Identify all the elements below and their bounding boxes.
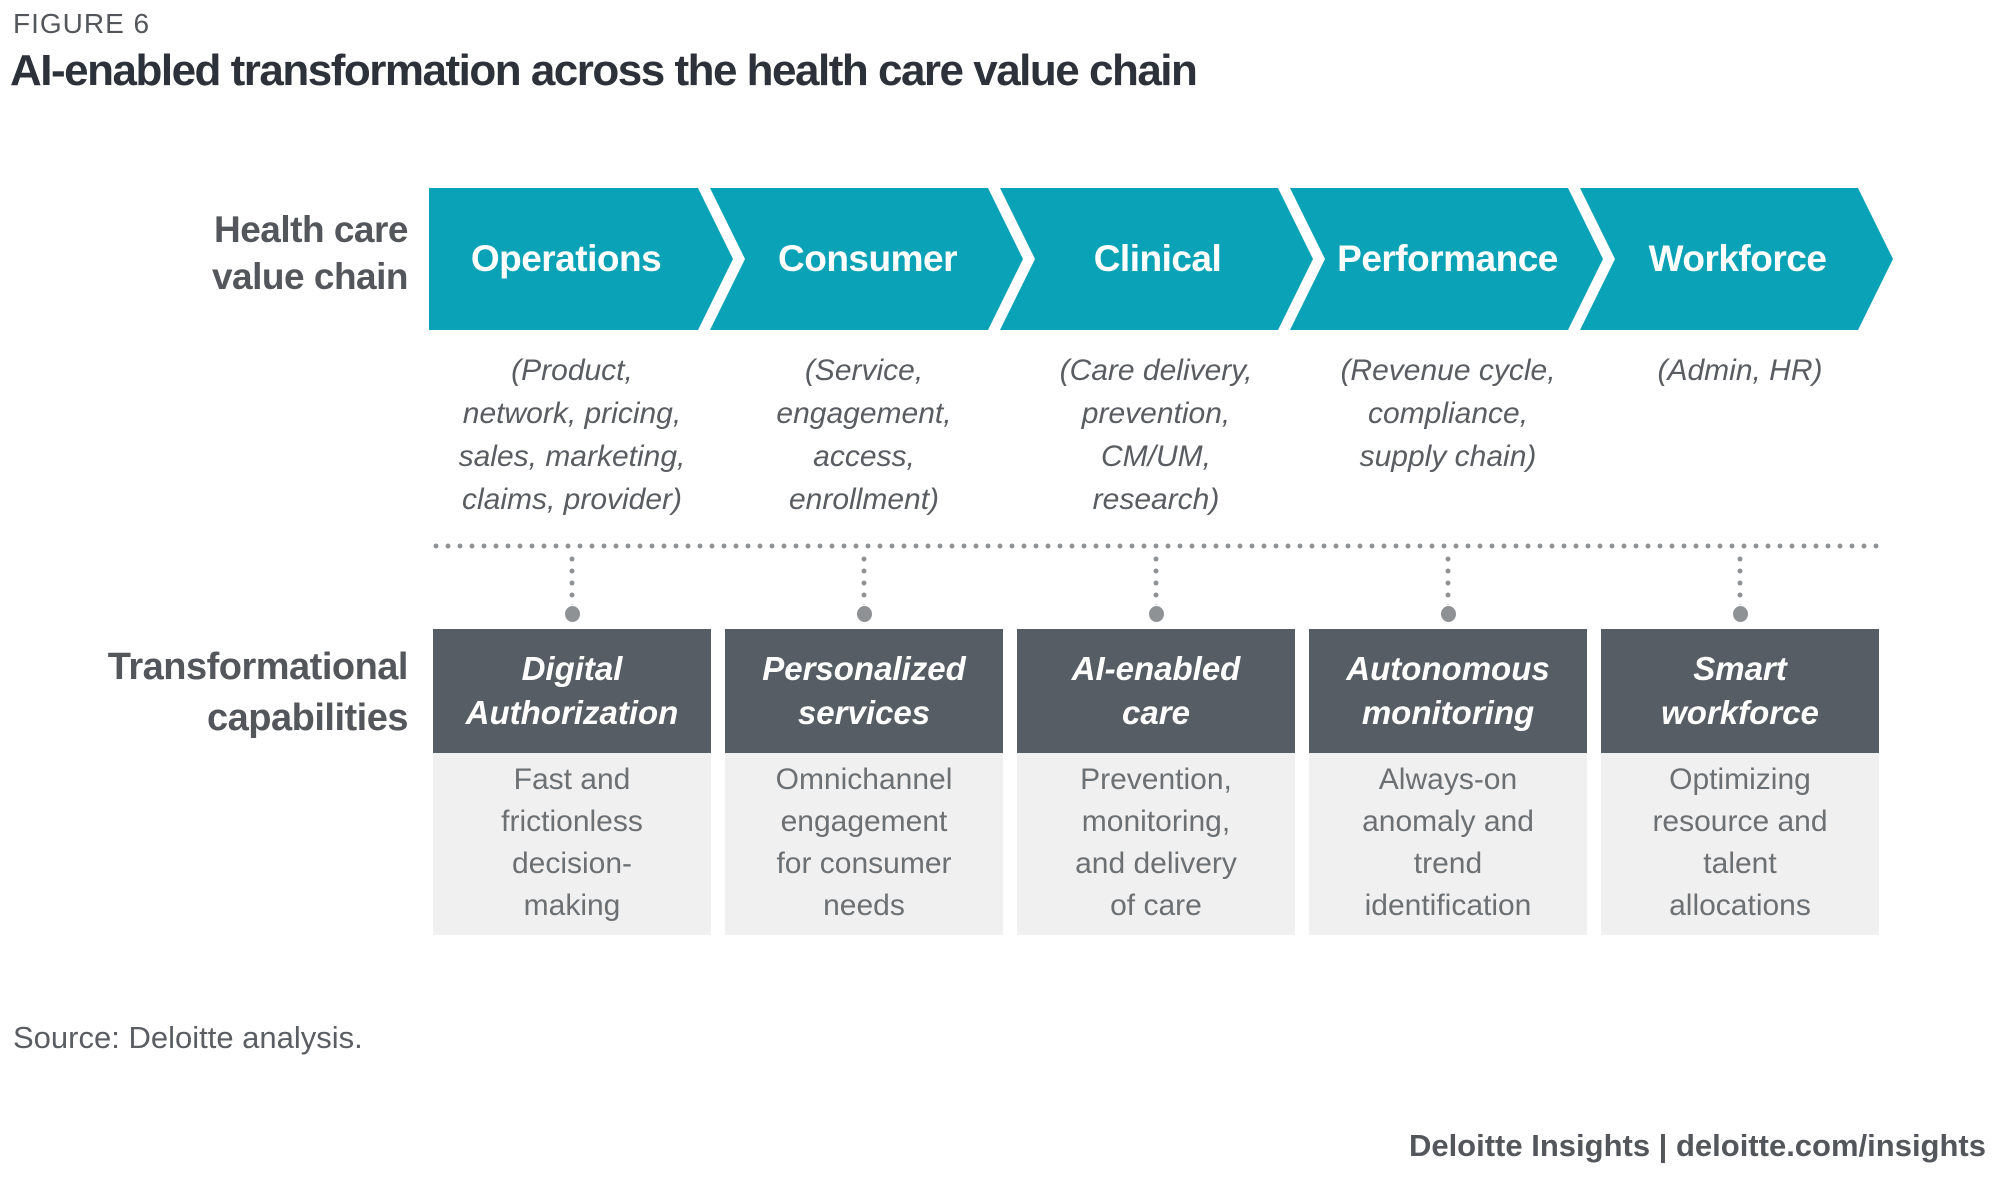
dotted-horizontal-connector	[430, 543, 1882, 549]
value-chain-stage-consumer: Consumer	[710, 188, 1023, 330]
value-chain-stage-clinical: Clinical	[1000, 188, 1313, 330]
dotted-drop-connector	[564, 553, 580, 622]
stage-scope-performance: (Revenue cycle, compliance, supply chain…	[1340, 354, 1556, 473]
dotted-drop-connector	[1148, 553, 1164, 622]
dotted-drop-connector	[856, 553, 872, 622]
stage-scope-operations: (Product, network, pricing, sales, marke…	[458, 354, 686, 516]
capability-title-ai-enabled-care: AI-enabled care	[1017, 629, 1295, 753]
value-chain-row-label: Health care value chain	[211, 209, 409, 297]
capability-description: Prevention, monitoring, and delivery of …	[1017, 753, 1295, 935]
capability-title-smart-workforce: Smart workforce	[1601, 629, 1879, 753]
capability-description: Fast and frictionless decision- making	[433, 753, 711, 935]
value-chain-stage-operations: Operations	[429, 188, 733, 330]
page-title: AI-enabled transformation across the hea…	[10, 46, 1198, 95]
stage-scope-consumer: (Service, engagement, access, enrollment…	[776, 354, 952, 516]
capability-title-digital-authorization: Digital Authorization	[433, 629, 711, 753]
source-note: Source: Deloitte analysis.	[13, 1020, 363, 1055]
capability-description: Optimizing resource and talent allocatio…	[1601, 753, 1879, 935]
capability-title-autonomous-monitoring: Autonomous monitoring	[1309, 629, 1587, 753]
capability-description: Omnichannel engagement for consumer need…	[725, 753, 1003, 935]
dotted-drop-connector	[1440, 553, 1456, 622]
stage-label: Clinical	[1093, 238, 1222, 279]
value-chain-stage-performance: Performance	[1290, 188, 1603, 330]
figure-number: FIGURE 6	[13, 8, 151, 39]
capability-title-personalized-services: Personalized services	[725, 629, 1003, 753]
stage-label: Workforce	[1648, 238, 1827, 279]
capability-description: Always-on anomaly and trend identificati…	[1309, 753, 1587, 935]
dotted-drop-connector	[1732, 553, 1748, 622]
stage-label: Consumer	[778, 238, 957, 279]
stage-scope-clinical: (Care delivery, prevention, CM/UM, resea…	[1059, 354, 1253, 516]
capabilities-row-label: Transformational capabilities	[107, 646, 409, 739]
stage-scope-workforce: (Admin, HR)	[1657, 354, 1823, 387]
deloitte-insights-attribution: Deloitte Insights | deloitte.com/insight…	[1408, 1128, 1986, 1163]
stage-label: Operations	[470, 238, 662, 279]
value-chain-stage-workforce: Workforce	[1580, 188, 1893, 330]
stage-label: Performance	[1337, 238, 1558, 279]
